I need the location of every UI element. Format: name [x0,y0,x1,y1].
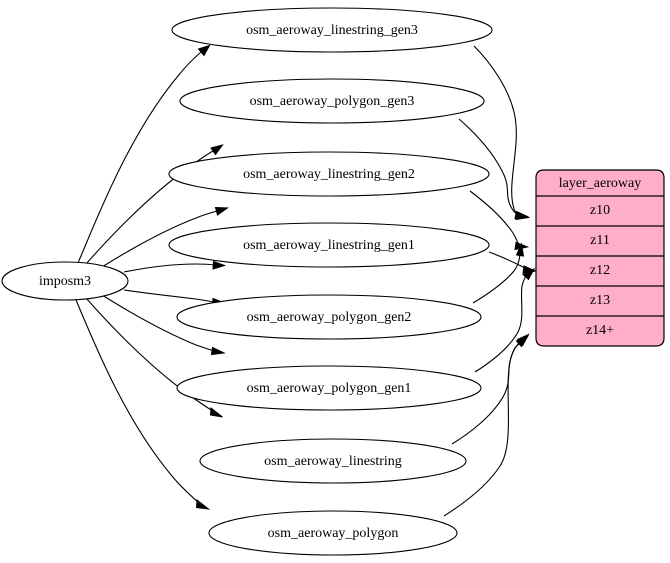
node-osm_aeroway_polygon_gen2-shape[interactable] [176,294,482,340]
edge-imposm3-to-osm_aeroway_linestring [85,297,223,418]
node-osm_aeroway_polygon_gen1-shape[interactable] [176,365,482,411]
layer_aeroway-z12-label: z12 [590,263,610,278]
node-imposm3-shape[interactable] [1,261,129,301]
node-layer_aeroway[interactable]: layer_aeroway z10 z11 z12 z13 [535,169,665,347]
edge-osm_aeroway_polygon_gen3-to-z10 [458,118,530,220]
layer_aeroway-row-z10[interactable]: z10 [536,203,664,227]
layer_aeroway-row-z13[interactable]: z13 [536,293,664,317]
layer_aeroway-z11-label: z11 [590,233,610,248]
node-osm_aeroway_polygon_gen1[interactable]: osm_aeroway_polygon_gen1 [176,365,482,411]
layer_aeroway-row-header[interactable]: layer_aeroway [536,176,664,197]
layer_aeroway-row-z11[interactable]: z11 [536,233,664,257]
edge-imposm3-to-osm_aeroway_polygon_gen1 [101,294,226,356]
node-osm_aeroway_polygon_gen3-label: osm_aeroway_polygon_gen3 [250,94,415,109]
edge-osm_aeroway_polygon_gen2-to-z11 [472,242,525,304]
node-imposm3-label: imposm3 [39,274,91,289]
node-osm_aeroway_linestring_gen1-label: osm_aeroway_linestring_gen1 [243,238,415,253]
node-osm_aeroway_polygon_gen3[interactable]: osm_aeroway_polygon_gen3 [179,78,485,124]
node-osm_aeroway_linestring_gen3-shape[interactable] [171,7,493,53]
node-osm_aeroway_polygon-shape[interactable] [208,510,458,556]
node-osm_aeroway_polygon-label: osm_aeroway_polygon [268,526,399,541]
node-osm_aeroway_linestring_gen2[interactable]: osm_aeroway_linestring_gen2 [168,151,490,197]
node-osm_aeroway_linestring[interactable]: osm_aeroway_linestring [199,438,467,484]
node-osm_aeroway_polygon_gen2[interactable]: osm_aeroway_polygon_gen2 [176,294,482,340]
node-imposm3[interactable]: imposm3 [1,261,129,301]
node-osm_aeroway_linestring_gen1-shape[interactable] [168,222,490,268]
edge-group-tables-to-layer [443,45,538,517]
edge-imposm3-to-osm_aeroway_linestring_gen3 [77,44,211,264]
edge-osm_aeroway_polygon_gen1-to-z12 [474,267,536,373]
node-osm_aeroway_linestring-label: osm_aeroway_linestring [264,454,402,469]
layer_aeroway-z13-label: z13 [590,293,610,308]
edge-imposm3-to-osm_aeroway_linestring_gen1 [123,260,227,273]
layer_aeroway-header-label: layer_aeroway [559,176,641,191]
node-osm_aeroway_linestring_gen3[interactable]: osm_aeroway_linestring_gen3 [171,7,493,53]
node-osm_aeroway_linestring_gen2-shape[interactable] [168,151,490,197]
edge-imposm3-to-osm_aeroway_linestring_gen2 [101,206,229,268]
node-osm_aeroway_linestring_gen3-label: osm_aeroway_linestring_gen3 [246,23,418,38]
node-osm_aeroway_linestring_gen2-label: osm_aeroway_linestring_gen2 [243,167,415,182]
node-osm_aeroway_linestring-shape[interactable] [199,438,467,484]
node-osm_aeroway_polygon[interactable]: osm_aeroway_polygon [208,510,458,556]
edge-imposm3-to-osm_aeroway_polygon [75,299,211,510]
layer_aeroway-z14-label: z14+ [586,323,614,338]
node-osm_aeroway_linestring_gen1[interactable]: osm_aeroway_linestring_gen1 [168,222,490,268]
edge-osm_aeroway_polygon-to-z14 [443,335,529,517]
node-osm_aeroway_polygon_gen2-label: osm_aeroway_polygon_gen2 [247,310,412,325]
edge-osm_aeroway_linestring_gen3-to-z10 [473,45,531,221]
layer_aeroway-row-z14[interactable]: z14+ [586,323,614,338]
node-osm_aeroway_polygon_gen1-label: osm_aeroway_polygon_gen1 [247,381,412,396]
layer_aeroway-z10-label: z10 [590,203,610,218]
node-osm_aeroway_polygon_gen3-shape[interactable] [179,78,485,124]
layer_aeroway-body[interactable] [535,169,665,347]
edge-osm_aeroway_linestring_gen1-to-z12 [488,251,538,274]
layer_aeroway-row-z12[interactable]: z12 [536,263,664,287]
